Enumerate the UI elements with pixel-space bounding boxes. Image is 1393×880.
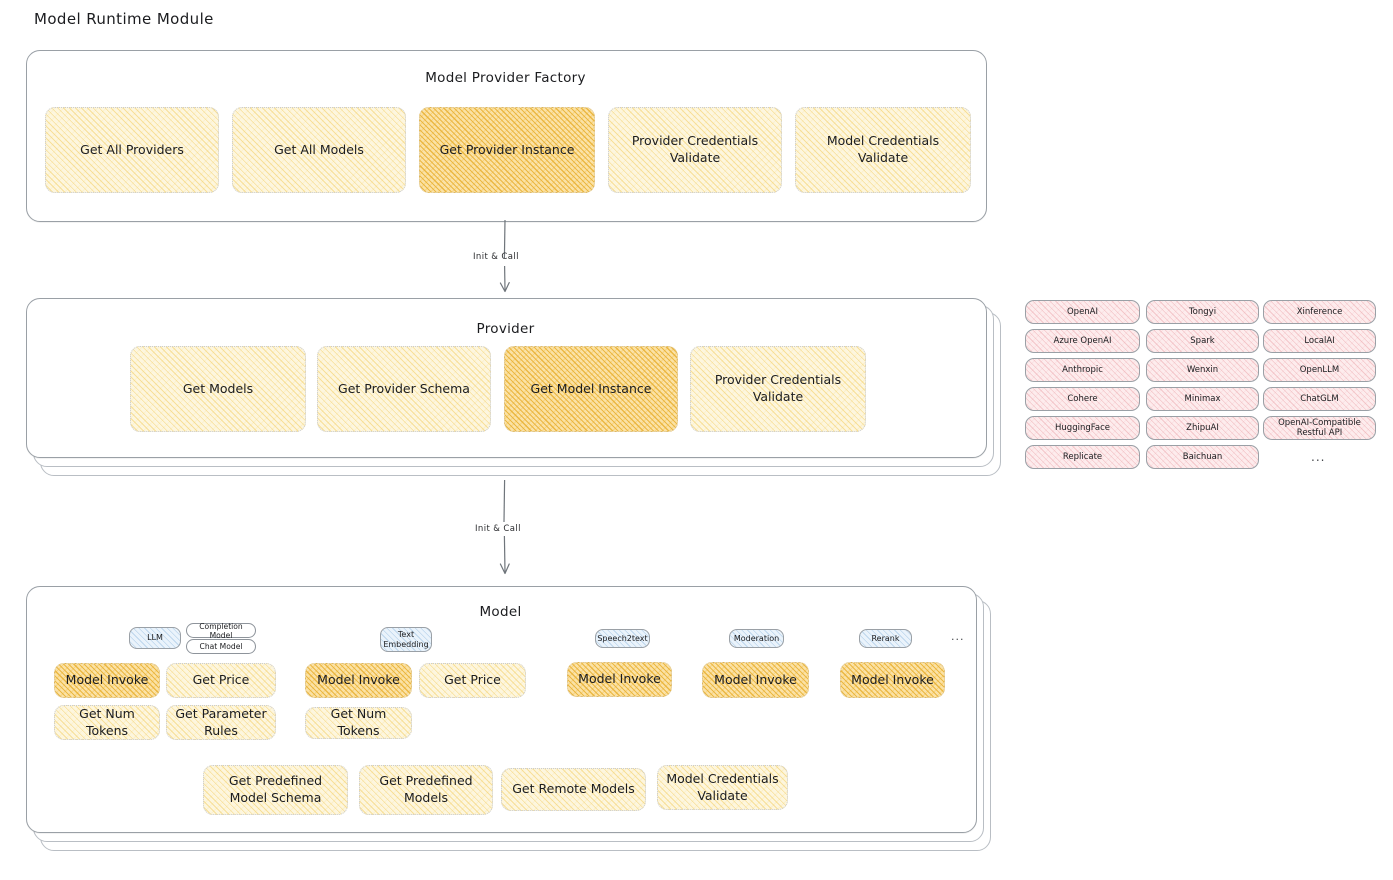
factory-node-get-all-models[interactable]: Get All Models (232, 107, 406, 193)
provider-chip-openllm[interactable]: OpenLLM (1263, 358, 1376, 382)
provider-chip-anthropic[interactable]: Anthropic (1025, 358, 1140, 382)
moderation-node-model-invoke[interactable]: Model Invoke (702, 662, 809, 698)
model-common-node-model-credentials-validate[interactable]: Model Credentials Validate (657, 765, 788, 810)
speech2text-node-model-invoke[interactable]: Model Invoke (567, 662, 672, 697)
model-types-more-ellipsis: ... (951, 630, 965, 643)
model-type-chip-text-embedding[interactable]: Text Embedding (380, 627, 432, 652)
model-common-node-get-remote-models[interactable]: Get Remote Models (501, 768, 646, 811)
model-subchip-chat-model[interactable]: Chat Model (186, 639, 256, 654)
arrow-provider-to-model-label: Init & Call (475, 524, 521, 534)
model-type-chip-speech2text[interactable]: Speech2text (595, 629, 650, 648)
model-type-chip-llm[interactable]: LLM (129, 627, 181, 649)
factory-node-model-credentials-validate[interactable]: Model Credentials Validate (795, 107, 971, 193)
rerank-node-model-invoke[interactable]: Model Invoke (840, 662, 945, 698)
provider-title: Provider (476, 321, 535, 337)
text-embedding-node-get-price[interactable]: Get Price (419, 663, 526, 698)
provider-chip-azure-openai[interactable]: Azure OpenAI (1025, 329, 1140, 353)
factory-node-provider-credentials-validate[interactable]: Provider Credentials Validate (608, 107, 782, 193)
provider-chip-chatglm[interactable]: ChatGLM (1263, 387, 1376, 411)
provider-chip-replicate[interactable]: Replicate (1025, 445, 1140, 469)
provider-chip-tongyi[interactable]: Tongyi (1146, 300, 1259, 324)
provider-list-more-ellipsis: ... (1311, 450, 1326, 464)
provider-chip-xinference[interactable]: Xinference (1263, 300, 1376, 324)
llm-node-get-num-tokens[interactable]: Get Num Tokens (54, 705, 160, 740)
factory-node-get-provider-instance[interactable]: Get Provider Instance (419, 107, 595, 193)
provider-node-get-models[interactable]: Get Models (130, 346, 306, 432)
provider-chip-huggingface[interactable]: HuggingFace (1025, 416, 1140, 440)
provider-node-provider-credentials-validate[interactable]: Provider Credentials Validate (690, 346, 866, 432)
model-type-chip-moderation[interactable]: Moderation (729, 629, 784, 648)
llm-node-model-invoke[interactable]: Model Invoke (54, 663, 160, 698)
llm-node-get-parameter-rules[interactable]: Get Parameter Rules (166, 705, 276, 740)
model-common-node-get-predefined-models[interactable]: Get Predefined Models (359, 765, 493, 815)
model-title: Model (479, 604, 522, 620)
provider-chip-localai[interactable]: LocalAI (1263, 329, 1376, 353)
provider-chip-wenxin[interactable]: Wenxin (1146, 358, 1259, 382)
provider-node-get-provider-schema[interactable]: Get Provider Schema (317, 346, 491, 432)
model-provider-factory-title: Model Provider Factory (425, 70, 586, 86)
provider-chip-minimax[interactable]: Minimax (1146, 387, 1259, 411)
factory-node-get-all-providers[interactable]: Get All Providers (45, 107, 219, 193)
page-title: Model Runtime Module (34, 10, 214, 28)
text-embedding-node-get-num-tokens[interactable]: Get Num Tokens (305, 706, 412, 739)
provider-chip-openai-compatible-restful-api[interactable]: OpenAI-Compatible Restful API (1263, 416, 1376, 440)
model-subchip-completion-model[interactable]: Completion Model (186, 622, 256, 640)
provider-chip-spark[interactable]: Spark (1146, 329, 1259, 353)
model-type-chip-rerank[interactable]: Rerank (859, 629, 912, 648)
arrow-factory-to-provider-label: Init & Call (473, 252, 519, 262)
provider-node-get-model-instance[interactable]: Get Model Instance (504, 346, 678, 432)
provider-chip-baichuan[interactable]: Baichuan (1146, 445, 1259, 469)
provider-chip-zhipuai[interactable]: ZhipuAI (1146, 416, 1259, 440)
text-embedding-node-model-invoke[interactable]: Model Invoke (305, 663, 412, 698)
llm-node-get-price[interactable]: Get Price (166, 663, 276, 698)
provider-chip-cohere[interactable]: Cohere (1025, 387, 1140, 411)
arrow-provider-to-model (499, 479, 510, 575)
model-common-node-get-predefined-model-schema[interactable]: Get Predefined Model Schema (203, 765, 348, 815)
arrow-factory-to-provider (499, 219, 510, 293)
provider-chip-openai[interactable]: OpenAI (1025, 300, 1140, 324)
